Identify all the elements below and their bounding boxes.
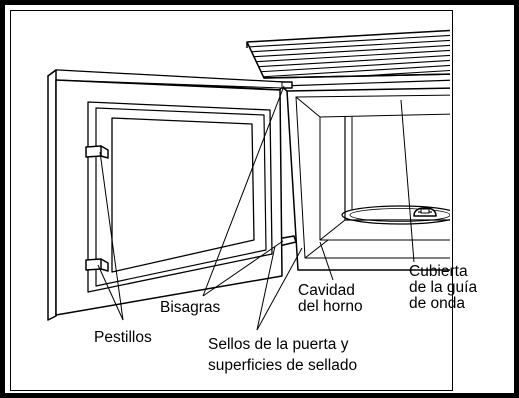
oven-cavity-shape bbox=[286, 87, 450, 271]
label-sellos-de-la-puerta: Sellos de la puerta y superficies de sel… bbox=[208, 336, 358, 374]
label-cavidad-del-horno: Cavidad del horno bbox=[298, 282, 363, 315]
label-pestillos: Pestillos bbox=[94, 329, 152, 346]
latch-lower bbox=[85, 258, 102, 271]
turntable bbox=[341, 205, 450, 225]
label-cubierta-guia-de-onda: Cubierta de la guía de onda bbox=[409, 263, 478, 312]
vent-grille bbox=[246, 29, 450, 79]
door bbox=[47, 69, 283, 321]
inner-frame bbox=[10, 10, 453, 391]
latch-upper bbox=[85, 145, 102, 158]
cabinet-top-edge bbox=[263, 73, 450, 79]
leader-lines bbox=[97, 85, 415, 331]
label-bisagras: Bisagras bbox=[160, 299, 221, 316]
